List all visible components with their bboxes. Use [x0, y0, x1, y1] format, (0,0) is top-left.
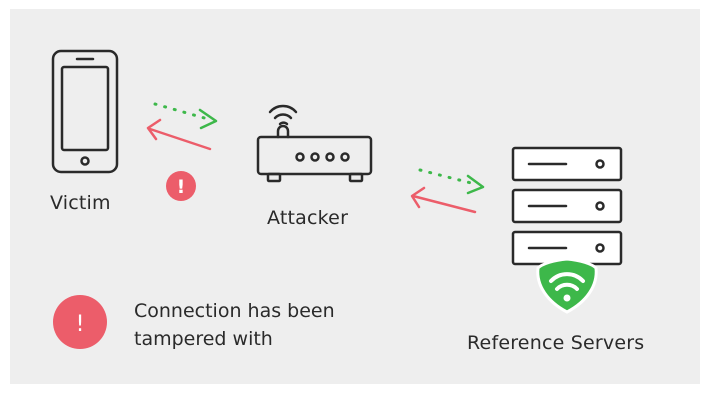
green-arrow-victim-to-attacker	[153, 102, 218, 130]
legend-mark: !	[76, 312, 85, 337]
legend-line-2: tampered with	[134, 328, 273, 350]
alert-badge: !	[166, 171, 196, 201]
victim-label: Victim	[50, 192, 111, 214]
server-stack-icon	[511, 146, 623, 266]
smartphone-icon	[51, 49, 119, 174]
legend-line-1: Connection has been	[134, 300, 335, 322]
red-arrow-attacker-to-victim	[146, 118, 212, 151]
legend-text: Connection has been tampered with	[134, 297, 335, 353]
attacker-label: Attacker	[267, 207, 349, 229]
red-arrow-servers-to-attacker	[410, 186, 477, 214]
alert-mark: !	[177, 176, 186, 198]
green-arrow-attacker-to-servers	[418, 168, 485, 195]
legend-alert-icon: !	[53, 295, 107, 349]
wifi-shield-icon	[536, 257, 598, 314]
exclamation-circle-icon	[166, 171, 196, 201]
wifi-router-icon	[256, 104, 373, 183]
reference-servers-label: Reference Servers	[467, 332, 645, 354]
